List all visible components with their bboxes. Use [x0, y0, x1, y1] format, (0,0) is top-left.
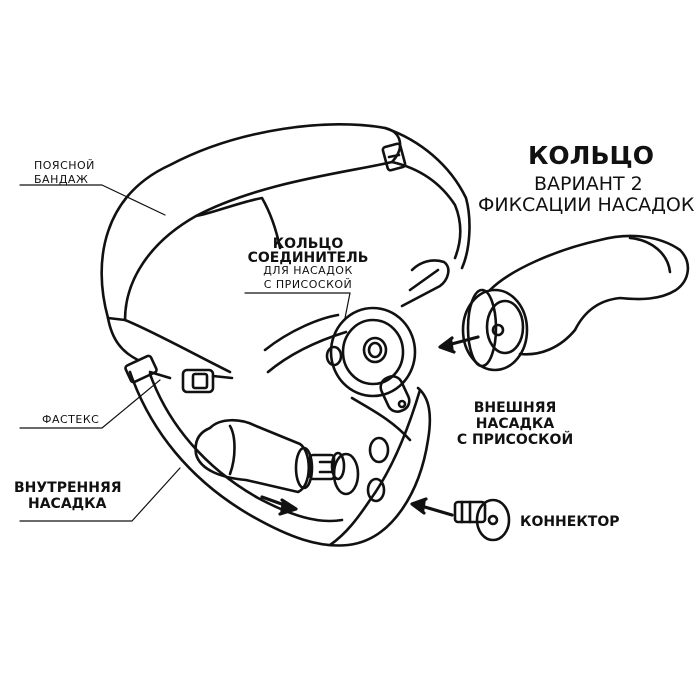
belt-label-line-1: ПОЯСНОЙ [34, 159, 95, 172]
belt-band [100, 123, 471, 374]
outer-attachment [461, 234, 690, 372]
ring-label-line-4: С ПРИСОСКОЙ [263, 278, 353, 291]
title-line-3: ФИКСАЦИИ НАСАДОК [478, 194, 695, 216]
ring-label-line-1: КОЛЬЦО [272, 236, 344, 252]
outer-label-line-3: С ПРИСОСКОЙ [456, 432, 574, 448]
connector-part [453, 498, 511, 542]
ring-label-line-2: СОЕДИНИТЕЛЬ [247, 250, 369, 266]
title-line-1: КОЛЬЦО [528, 141, 654, 170]
ring-straps [263, 259, 450, 374]
connector-label: КОННЕКТОР [520, 514, 620, 530]
arrows [260, 335, 480, 517]
inner-attachment [194, 418, 346, 494]
outer-label-line-1: ВНЕШНЯЯ [473, 400, 557, 416]
leader-lines [19, 184, 351, 522]
outer-label-line-2: НАСАДКА [475, 416, 555, 432]
connector-ring [325, 306, 417, 413]
belt-label-line-2: БАНДАЖ [34, 173, 89, 186]
ring-label-line-3: ДЛЯ НАСАДОК [263, 264, 353, 277]
fastex-label: ФАСТЕКС [42, 413, 100, 426]
fastex-buckle [124, 354, 234, 394]
inner-label-line-2: НАСАДКА [28, 496, 107, 512]
inner-label-line-1: ВНУТРЕННЯЯ [14, 480, 122, 496]
title-line-2: ВАРИАНТ 2 [534, 173, 643, 195]
belt-slider [381, 142, 407, 172]
